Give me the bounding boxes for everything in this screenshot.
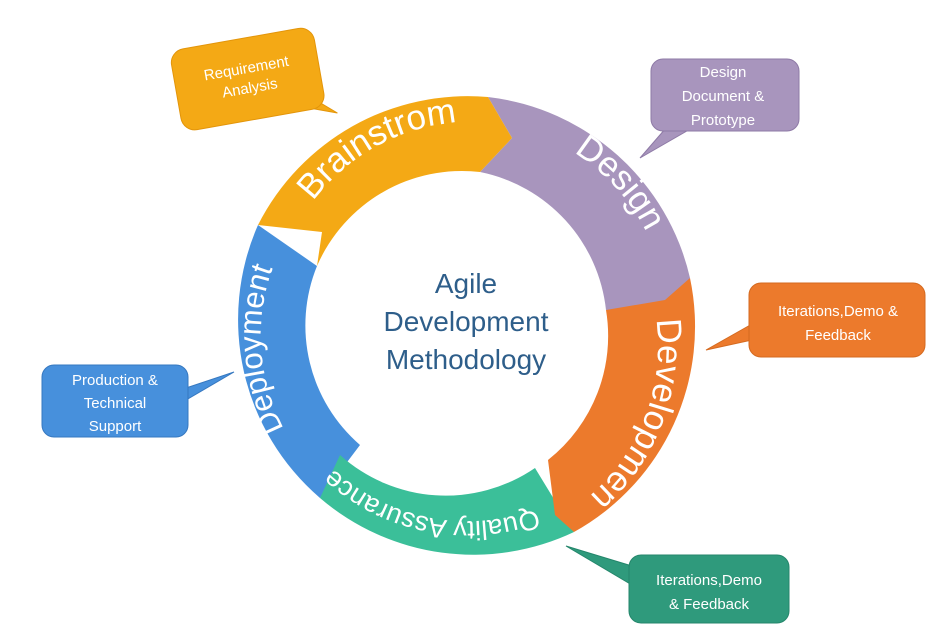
center-title-line-3: Methodology: [386, 344, 546, 375]
callout-text: Feedback: [805, 327, 871, 344]
callout-requirement-analysis: Requirement Analysis: [170, 27, 338, 131]
segment-development: [548, 278, 696, 532]
callout-text: Iterations,Demo: [656, 572, 762, 589]
segment-brainstorm: [258, 96, 512, 266]
callout-production-support: Production & Technical Support: [41, 364, 235, 438]
callout-text: Support: [89, 418, 142, 435]
callout-text: Design: [700, 64, 747, 81]
callout-text: Prototype: [691, 112, 755, 129]
callout-design-document: Design Document & Prototype: [639, 58, 800, 159]
callout-iterations-teal: Iterations,Demo & Feedback: [565, 545, 790, 624]
callout-text: & Feedback: [669, 596, 750, 613]
center-title-line-2: Development: [384, 306, 549, 337]
callout-iterations-orange: Iterations,Demo & Feedback: [705, 282, 926, 358]
segment-deployment: [238, 225, 360, 498]
center-title-line-1: Agile: [435, 268, 497, 299]
callout-text: Technical: [84, 395, 147, 412]
segment-quality-assurance: [320, 455, 574, 555]
callout-text: Iterations,Demo &: [778, 303, 898, 320]
callout-text: Document &: [682, 88, 765, 105]
segment-design: [480, 97, 690, 310]
callout-text: Production &: [72, 372, 158, 389]
